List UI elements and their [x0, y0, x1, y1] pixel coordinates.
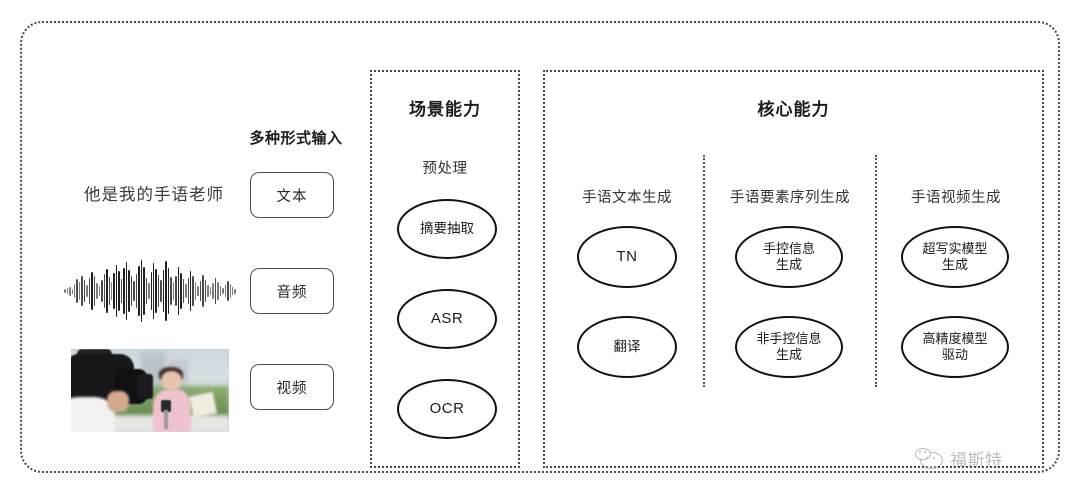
node-non-manual-signal-generation[interactable]: 非手控信息 生成: [735, 316, 843, 378]
sample-sentence-text: 他是我的手语老师: [84, 186, 224, 204]
core-capability-panel: 核心能力 手语文本生成 TN 翻译 手语要素序列生成 手控信息 生成 非手控信息…: [543, 70, 1044, 468]
node-ocr[interactable]: OCR: [397, 379, 497, 439]
node-hyperreal-model-generation[interactable]: 超写实模型 生成: [901, 226, 1009, 288]
waveform-icon: [64, 259, 236, 323]
watermark-text: 福斯特: [950, 451, 1003, 470]
video-thumbnail-icon: [71, 349, 229, 432]
core-column-divider-2: [875, 155, 877, 387]
node-asr[interactable]: ASR: [397, 289, 497, 349]
diagram-outer-frame: 多种形式输入 他是我的手语老师 文本 音频 视频: [20, 21, 1060, 473]
core-column-divider-1: [703, 155, 705, 387]
core-capability-title: 核心能力: [757, 100, 830, 119]
scene-capability-title: 场景能力: [409, 100, 481, 119]
node-high-precision-model-driving[interactable]: 高精度模型 驱动: [901, 316, 1009, 378]
scene-group-label-preprocess: 预处理: [422, 161, 468, 177]
wechat-icon: [915, 447, 945, 470]
modality-box-text[interactable]: 文本: [250, 172, 334, 218]
input-section-heading: 多种形式输入: [249, 130, 343, 147]
core-column-title-text-generation: 手语文本生成: [582, 190, 672, 206]
scene-capability-panel: 场景能力 预处理 摘要抽取 ASR OCR: [370, 70, 520, 468]
modality-box-audio[interactable]: 音频: [250, 268, 334, 314]
node-manual-signal-generation[interactable]: 手控信息 生成: [735, 226, 843, 288]
core-column-title-element-sequence: 手语要素序列生成: [730, 190, 850, 206]
node-translation[interactable]: 翻译: [577, 316, 677, 378]
node-tn[interactable]: TN: [577, 226, 677, 288]
modality-box-video[interactable]: 视频: [250, 364, 334, 410]
core-column-title-video-generation: 手语视频生成: [911, 190, 1001, 206]
node-summary-extraction[interactable]: 摘要抽取: [397, 199, 497, 259]
watermark: 福斯特: [915, 446, 1003, 471]
